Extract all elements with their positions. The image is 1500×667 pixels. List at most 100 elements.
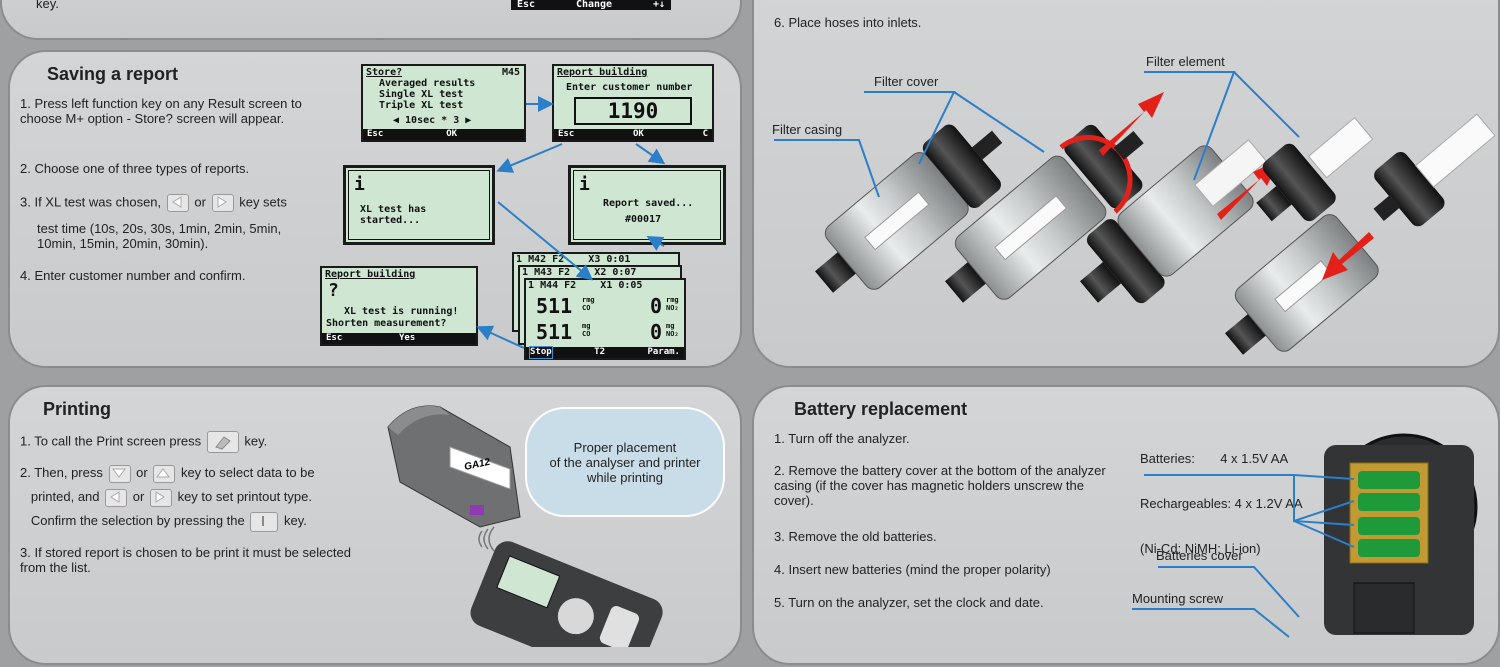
rs-bar-stop: Stop bbox=[529, 346, 553, 359]
battery-specs: Batteries: 4 x 1.5V AA Rechargeables: 4 … bbox=[1140, 421, 1303, 586]
spec-batteries: Batteries: 4 x 1.5V AA bbox=[1140, 451, 1289, 466]
leader-lines bbox=[774, 71, 1300, 198]
xr-bar-esc: Esc bbox=[326, 333, 343, 343]
spec-rechargeables: Rechargeables: 4 x 1.2V AA bbox=[1140, 496, 1303, 511]
store-bar: Esc OK bbox=[363, 129, 524, 140]
report-saved-screen: i Report saved... #00017 bbox=[568, 165, 726, 245]
report-building-screen: Report building Enter customer number 11… bbox=[552, 64, 714, 142]
store-mem: M45 bbox=[501, 67, 520, 78]
lcd-change: Change bbox=[575, 0, 613, 10]
label-mounting-screw: Mounting screw bbox=[1132, 591, 1224, 606]
filter-assembly-5 bbox=[1225, 214, 1379, 355]
xl-running-line2: Shorten measurement? bbox=[326, 318, 447, 329]
rb-bar-ok: OK bbox=[633, 129, 644, 139]
battery-panel: Battery replacement 1. Turn off the anal… bbox=[752, 385, 1500, 665]
enter-key-icon bbox=[250, 511, 279, 532]
saving-report-panel: Saving a report 1. Press left function k… bbox=[8, 50, 742, 368]
rb-bar-esc: Esc bbox=[558, 129, 575, 139]
filter-assembly-3 bbox=[1080, 139, 1268, 304]
report-saved-line1: Report saved... bbox=[603, 198, 694, 209]
top-left-panel: key. Esc Change +↓ bbox=[0, 0, 742, 40]
rs-bar-t2: T2 bbox=[594, 347, 605, 357]
store-option-1: Averaged results bbox=[379, 78, 476, 89]
store-bar-ok: OK bbox=[446, 129, 458, 139]
down-key-icon bbox=[108, 464, 131, 483]
label-filter-cover: Filter cover bbox=[874, 74, 939, 89]
report-saved-line2: #00017 bbox=[625, 214, 662, 225]
red-arrow-2 bbox=[1217, 160, 1279, 220]
printing-panel: Printing 1. To call the Print screen pre… bbox=[8, 385, 742, 665]
store-option-2: Single XL test bbox=[379, 89, 464, 100]
right-key-icon bbox=[211, 194, 234, 212]
spec-types: (Ni-Cd; NiMH; Li-ion) bbox=[1140, 541, 1261, 556]
co-value-2: 511 bbox=[536, 320, 573, 344]
nox-value-1: 0 bbox=[650, 294, 663, 318]
xl-running-screen: Report building ? XL test is running! Sh… bbox=[320, 266, 478, 346]
saving-step-3: 3. If XL test was chosen, or key sets bbox=[20, 194, 287, 212]
printer-icon bbox=[387, 405, 521, 528]
xl-started-screen: i XL test has started... bbox=[343, 165, 495, 245]
saving-step-4: 4. Enter customer number and confirm. bbox=[20, 268, 246, 283]
saving-step-2: 2. Choose one of three types of reports. bbox=[20, 161, 250, 176]
store-title: Store? bbox=[366, 67, 403, 78]
nox-value-2: 0 bbox=[650, 320, 663, 344]
partial-step-text: key. bbox=[36, 0, 59, 11]
battery-title: Battery replacement bbox=[794, 399, 968, 419]
printer-label: GA12 bbox=[463, 457, 491, 473]
saving-step-3-detail: test time (10s, 20s, 30s, 1min, 2min, 5m… bbox=[37, 221, 282, 251]
report-building-prompt: Enter customer number bbox=[566, 82, 693, 93]
filter-assembly-4 bbox=[1256, 117, 1374, 222]
printing-title: Printing bbox=[43, 399, 111, 419]
lcd-arrows: +↓ bbox=[652, 0, 665, 10]
result-bar: Stop T2 Param. bbox=[526, 346, 684, 359]
filter-assembly-6 bbox=[1373, 113, 1496, 227]
store-selector: ◀ 10sec * 3 ▶ bbox=[393, 115, 472, 126]
lcd-esc: Esc bbox=[517, 0, 536, 10]
print-key-icon bbox=[206, 431, 239, 453]
rs-row-2: 1 M43 F2 X2 0:07 bbox=[522, 267, 637, 278]
co-value-1: 511 bbox=[536, 294, 573, 318]
battery-leaders bbox=[1132, 474, 1355, 638]
label-filter-casing: Filter casing bbox=[772, 122, 843, 137]
xl-started-text: XL test has started... bbox=[360, 204, 427, 226]
filters-panel: 6. Place hoses into inlets. bbox=[752, 0, 1500, 368]
label-batteries-cover: Batteries cover bbox=[1156, 548, 1243, 563]
analyzer-icon bbox=[470, 541, 663, 647]
step-6-text: 6. Place hoses into inlets. bbox=[774, 15, 922, 30]
printing-step-1: 1. To call the Print screen press key. bbox=[20, 431, 267, 453]
xl-running-title: Report building bbox=[325, 269, 416, 280]
rs-row-1: 1 M42 F2 X3 0:01 bbox=[516, 254, 631, 265]
up-key-icon bbox=[153, 464, 176, 483]
rb-bar-c: C bbox=[702, 129, 708, 139]
right-key-icon-2 bbox=[149, 488, 172, 507]
saving-step-1: 1. Press left function key on any Result… bbox=[20, 96, 302, 126]
battery-step-2: 2. Remove the battery cover at the botto… bbox=[774, 463, 1106, 508]
saving-step-3-lead: 3. If XL test was chosen, bbox=[20, 194, 162, 210]
left-key-icon bbox=[166, 194, 189, 212]
saving-title: Saving a report bbox=[47, 64, 179, 84]
red-arrow-1 bbox=[1099, 92, 1164, 156]
lcd-bar-partial: Esc Change +↓ bbox=[511, 0, 671, 10]
store-option-3: Triple XL test bbox=[379, 100, 464, 111]
xl-running-line1: XL test is running! bbox=[344, 306, 459, 317]
battery-cells bbox=[1358, 471, 1420, 557]
battery-step-4: 4. Insert new batteries (mind the proper… bbox=[774, 562, 1051, 577]
wireless-icon bbox=[478, 526, 495, 552]
xr-bar-yes: Yes bbox=[399, 333, 416, 343]
filters-illustration bbox=[774, 71, 1496, 355]
printing-step-2: 2. Then, press or key to select data to … bbox=[20, 461, 372, 533]
question-icon: ? bbox=[328, 280, 339, 301]
printing-step-3: 3. If stored report is chosen to be prin… bbox=[20, 545, 351, 575]
filter-assembly-1 bbox=[815, 124, 1003, 293]
report-building-title: Report building bbox=[557, 67, 648, 78]
customer-number-box: 1190 bbox=[574, 97, 692, 125]
info-icon: i bbox=[354, 174, 365, 195]
info-icon-2: i bbox=[579, 174, 590, 195]
report-building-bar: Esc OK C bbox=[554, 129, 712, 140]
saving-step-3-tail: key sets bbox=[239, 194, 287, 210]
left-key-icon-2 bbox=[105, 488, 128, 507]
